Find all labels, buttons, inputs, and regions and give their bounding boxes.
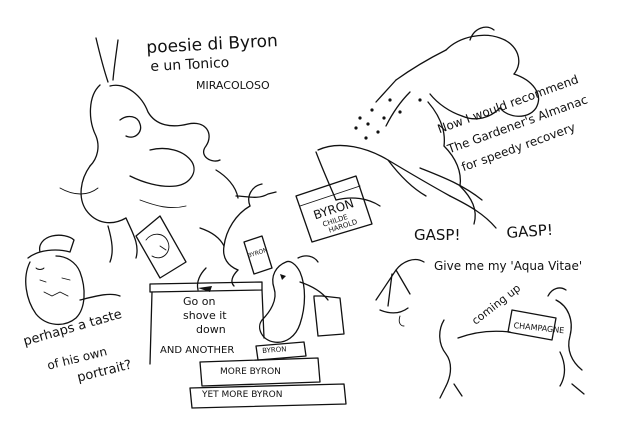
fainting-figure (375, 26, 540, 225)
podium-bird (259, 255, 345, 343)
motion-dots (354, 98, 422, 140)
stick-creature (375, 258, 425, 327)
byron-book (295, 175, 373, 243)
poesie-line-2: e un Tonico (149, 54, 230, 75)
open-book (243, 235, 273, 275)
yet-more-byron-label: YET MORE BYRON (202, 390, 283, 400)
go-on-line-2: shove it (183, 309, 227, 322)
poesie-line-3: MIRACOLOSO (196, 79, 270, 92)
donkey-creature (59, 37, 239, 263)
gasp-2: GASP! (505, 220, 554, 242)
more-byron-label: MORE BYRON (220, 367, 281, 377)
and-another-label: AND ANOTHER (160, 345, 235, 356)
gasp-1: GASP! (414, 226, 461, 244)
portrait-frame (135, 215, 187, 279)
aqua-vitae-label: Give me my 'Aqua Vitae' (434, 259, 583, 273)
cape-swoosh (315, 144, 497, 229)
book-stack (189, 341, 347, 409)
hat-gremlin (25, 234, 121, 325)
go-on-line-3: down (196, 323, 226, 336)
pedestal-box (149, 281, 265, 365)
bird-creature (196, 183, 277, 292)
waiter-creatures (439, 287, 585, 399)
go-on-line-1: Go on (183, 295, 216, 308)
